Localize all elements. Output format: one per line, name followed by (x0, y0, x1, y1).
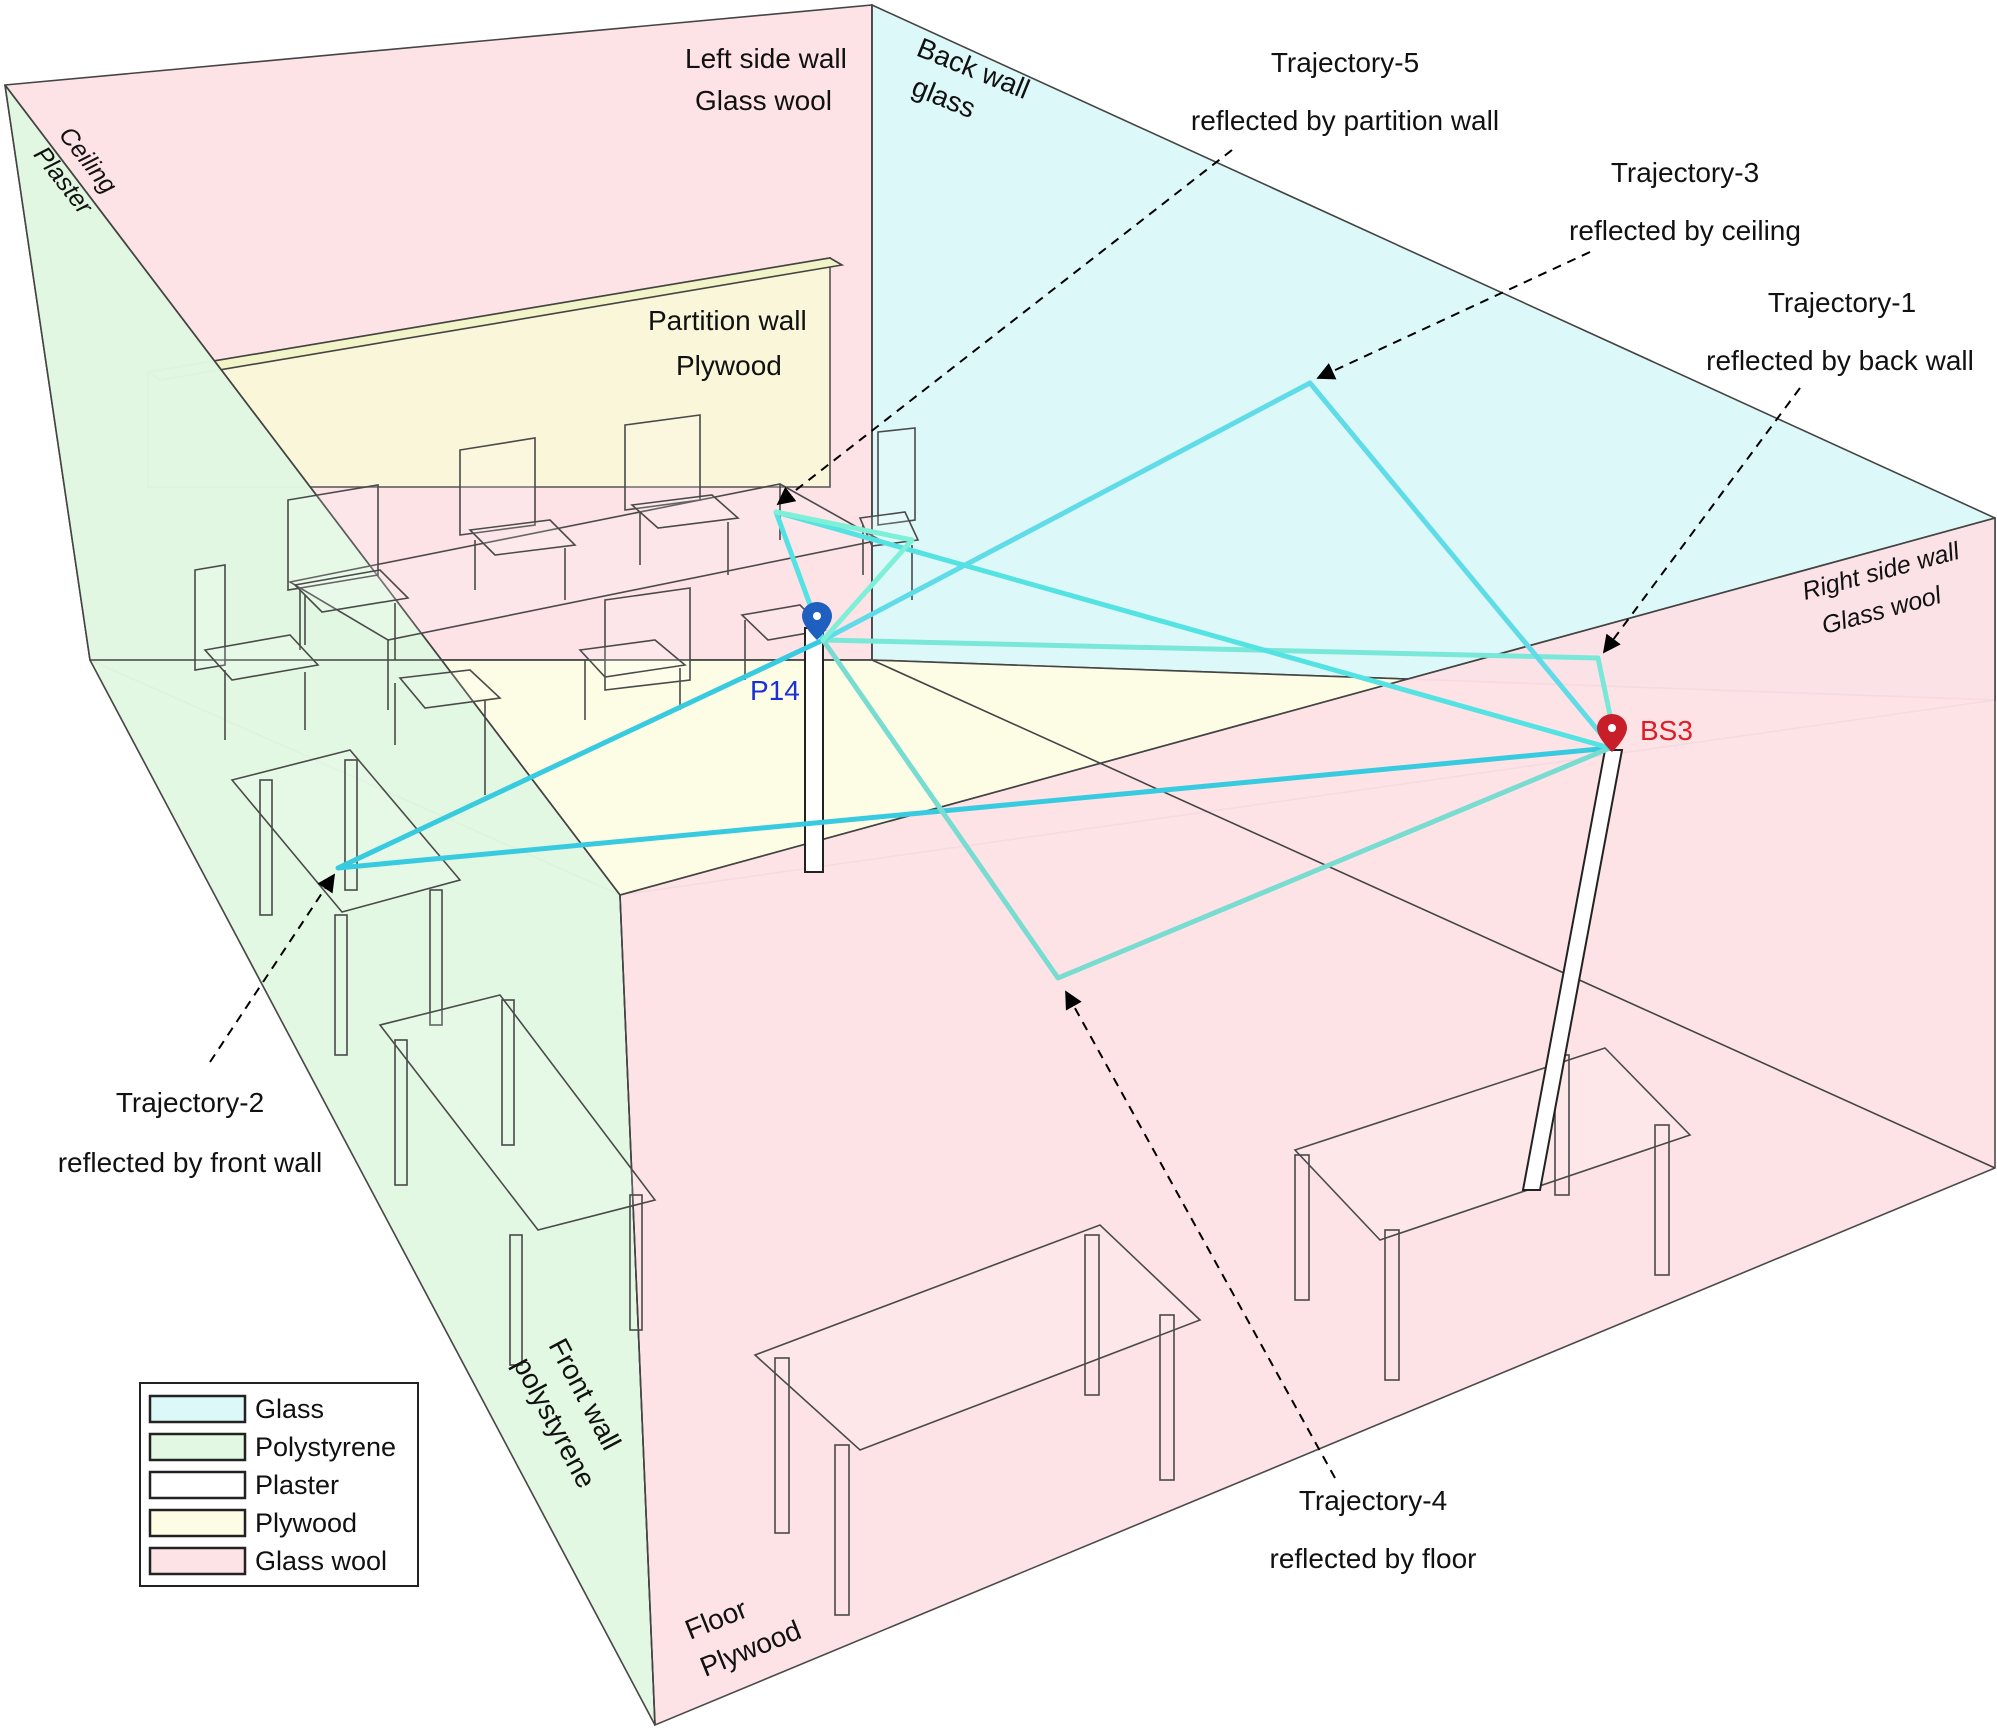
chair (287, 484, 410, 660)
trajectory-3-name: Trajectory-3 (1611, 157, 1759, 188)
legend-label: Plywood (255, 1508, 357, 1538)
table-left-2 (378, 994, 657, 1366)
partition-wall-material: Plywood (676, 350, 782, 381)
partition-wall-label: Partition wall (648, 305, 807, 336)
legend-item: Plywood (148, 1508, 357, 1538)
bs3-pole (1521, 749, 1624, 1191)
trajectory-direct-path (773, 509, 915, 643)
trajectory-4-desc: reflected by floor (1270, 1543, 1477, 1574)
table-front (753, 1224, 1202, 1616)
trajectory-1-path (820, 637, 1613, 718)
bs3-label: BS3 (1640, 715, 1693, 746)
legend-swatch-plywood (148, 1508, 247, 1538)
trajectory-2-arrow (209, 873, 335, 1063)
trajectory-1-name: Trajectory-1 (1768, 287, 1916, 318)
ray-paths (335, 380, 1613, 981)
legend-item: Glass wool (148, 1546, 387, 1576)
legend-label: Plaster (255, 1470, 339, 1500)
trajectory-4-arrow (1065, 990, 1336, 1479)
trajectory-5-desc: reflected by partition wall (1191, 105, 1499, 136)
trajectory-1-desc: reflected by back wall (1706, 345, 1974, 376)
legend-label: Polystyrene (255, 1432, 396, 1462)
callout-arrows (209, 149, 1801, 1479)
legend-swatch-glass-wool (148, 1546, 247, 1576)
trajectory-3-arrow (1316, 251, 1591, 380)
trajectory-5-name: Trajectory-5 (1271, 47, 1419, 78)
trajectory-2-desc: reflected by front wall (58, 1147, 323, 1178)
chair (394, 669, 502, 795)
trajectory-4-path (820, 637, 1613, 981)
left-side-wall-material: Glass wool (695, 85, 832, 116)
chair (578, 587, 691, 720)
furniture-back (194, 414, 920, 795)
legend-swatch-polystyrene (148, 1432, 247, 1462)
trajectory-2-path (335, 637, 1613, 871)
legend-label: Glass (255, 1394, 324, 1424)
chair (624, 414, 740, 575)
trajectory-3-path (820, 380, 1613, 748)
trajectory-1-arrow (1602, 387, 1801, 654)
left-side-wall-label: Left side wall (685, 43, 847, 74)
trajectory-4-name: Trajectory-4 (1299, 1485, 1447, 1516)
legend-swatch-glass (148, 1394, 247, 1424)
trajectory-2-name: Trajectory-2 (116, 1087, 264, 1118)
bs3-marker (1597, 714, 1627, 752)
legend-item: Polystyrene (148, 1432, 396, 1462)
room-edges (4, 5, 1996, 1726)
chair (459, 437, 577, 600)
legend: Glass Polystyrene Plaster Plywood Glass … (139, 1382, 419, 1587)
p14-marker (802, 602, 832, 640)
table-left-1 (230, 749, 462, 1056)
legend-label: Glass wool (255, 1546, 387, 1576)
chair (194, 564, 320, 740)
p14-pole (804, 627, 824, 873)
legend-item: Glass (148, 1394, 324, 1424)
legend-item: Plaster (148, 1470, 339, 1500)
trajectory-labels: Trajectory-5 reflected by partition wall… (58, 47, 1974, 1574)
trajectory-3-desc: reflected by ceiling (1569, 215, 1801, 246)
legend-swatch-plaster (148, 1470, 247, 1500)
table-right (1293, 1047, 1692, 1381)
p14-label: P14 (750, 675, 800, 706)
